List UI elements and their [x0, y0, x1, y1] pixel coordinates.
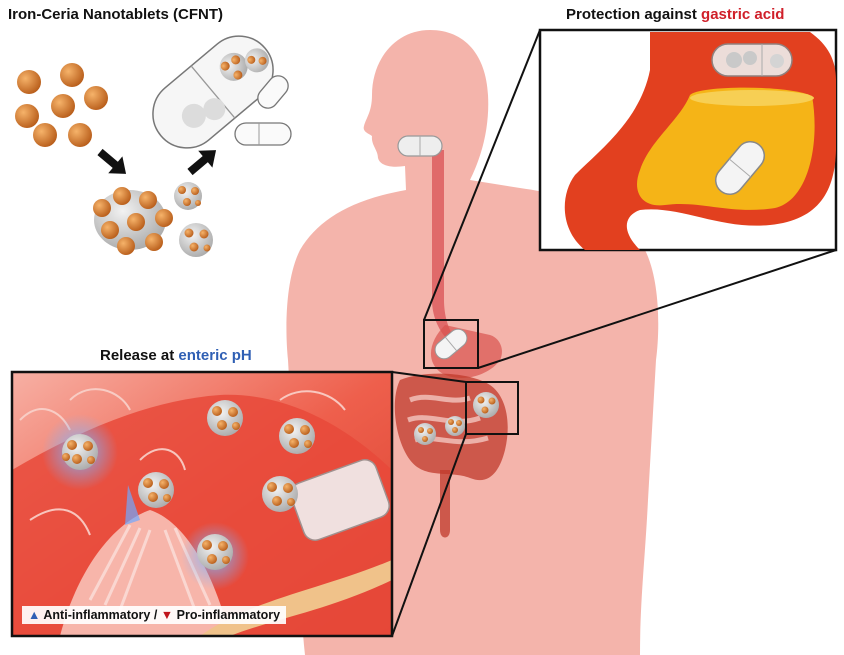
stomach-zoom-box [423, 319, 479, 369]
legend-separator: / [150, 608, 161, 622]
nanoparticle-spheres [15, 63, 108, 147]
cfnt-nanotablet-cluster [62, 392, 499, 570]
release-title-highlight: enteric pH [178, 347, 252, 364]
large-capsule-with-cfnt [152, 35, 274, 149]
pro-inflammatory-label: Pro-inflammatory [176, 608, 281, 622]
cfnt-large-particle [93, 187, 173, 255]
stomach-inset [538, 28, 838, 252]
anti-inflammatory-marker-icon: ▲ [28, 608, 41, 622]
throat-capsule [397, 135, 443, 157]
stomach-small-capsule [434, 328, 468, 360]
release-inset-title: Release at enteric pH [100, 347, 252, 364]
esophagus [432, 150, 456, 340]
arrow-up-right-icon [187, 150, 217, 176]
intestine-zoom-box [465, 381, 519, 435]
pro-inflammatory-marker-icon: ▼ [160, 608, 174, 622]
capsule-parts [234, 75, 292, 146]
inflammation-legend: ▲ Anti-inflammatory / ▼ Pro-inflammatory [22, 606, 287, 624]
anti-inflammatory-label: Anti-inflammatory [43, 608, 151, 622]
intestine-inset [10, 370, 394, 638]
cfnt-title: Iron-Ceria Nanotablets (CFNT) [8, 6, 224, 23]
stomach-inset-title: Protection against gastric acid [566, 6, 784, 23]
release-title-prefix: Release at [100, 347, 179, 364]
arrow-down-right-icon [97, 148, 127, 174]
zoom-connector-lines [391, 29, 837, 637]
stomach-title-prefix: Protection against [566, 6, 702, 23]
cfnt-small-particles [174, 182, 213, 257]
stomach-title-highlight: gastric acid [701, 6, 785, 23]
